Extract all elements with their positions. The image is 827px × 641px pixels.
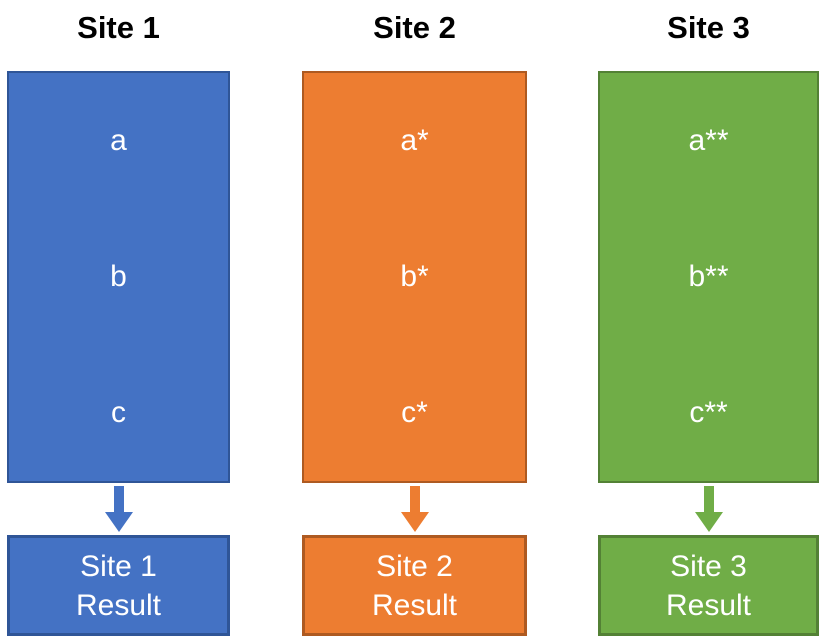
- site-3-title: Site 3: [667, 9, 750, 45]
- site-3-item-b: b**: [688, 260, 729, 293]
- site-3-item-c: c**: [689, 396, 728, 429]
- site-1-process-box: a b c: [7, 71, 230, 483]
- site-1-item-c: c: [111, 396, 126, 429]
- site-1-column: Site 1 a b c Site 1 Result: [7, 0, 230, 641]
- site-2-process-box: a* b* c*: [302, 71, 527, 483]
- site-2-item-a: a*: [400, 124, 429, 157]
- site-1-item-a: a: [110, 124, 127, 157]
- site-3-process-box: a** b** c**: [598, 71, 819, 483]
- site-2-item-c: c*: [401, 396, 428, 429]
- site-3-column: Site 3 a** b** c** Site 3 Result: [598, 0, 819, 641]
- site-1-item-b: b: [110, 260, 127, 293]
- site-2-arrow-container: [302, 483, 527, 535]
- result-line-2: Result: [371, 588, 458, 622]
- site-2-title: Site 2: [373, 9, 456, 45]
- down-arrow-icon: [400, 486, 429, 532]
- site-2-result-box: Site 2 Result: [302, 535, 527, 636]
- site-1-result-box: Site 1 Result: [7, 535, 230, 636]
- result-line-1: Site 3: [670, 549, 747, 583]
- site-1-arrow-container: [7, 483, 230, 535]
- site-2-column: Site 2 a* b* c* Site 2 Result: [302, 0, 527, 641]
- result-line-2: Result: [75, 588, 162, 622]
- down-arrow-icon: [104, 486, 133, 532]
- site-3-arrow-container: [598, 483, 819, 535]
- result-line-1: Site 1: [80, 549, 157, 583]
- result-line-1: Site 2: [376, 549, 453, 583]
- site-2-item-b: b*: [400, 260, 429, 293]
- site-3-result-box: Site 3 Result: [598, 535, 819, 636]
- result-line-2: Result: [665, 588, 752, 622]
- down-arrow-icon: [694, 486, 723, 532]
- site-1-title: Site 1: [77, 9, 160, 45]
- site-3-item-a: a**: [688, 124, 729, 157]
